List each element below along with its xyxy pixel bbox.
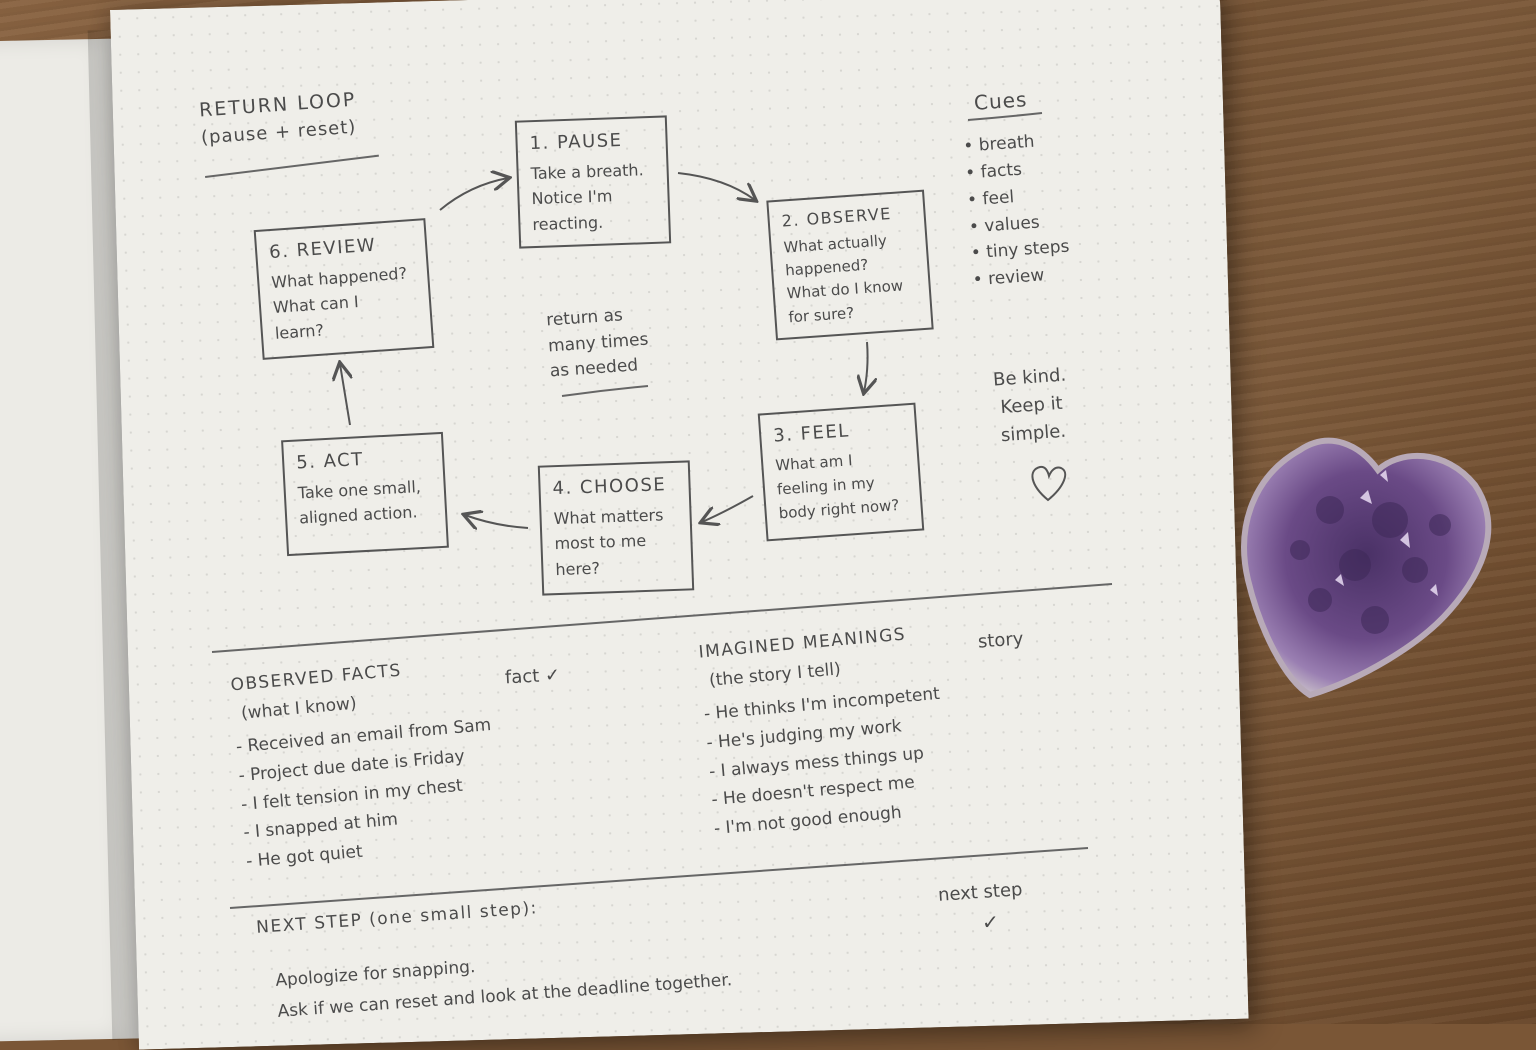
cues-list: • breath • facts • feel • values • tiny … (962, 127, 1072, 295)
imagined-meanings-section: IMAGINED MEANINGS (the story I tell) - H… (697, 618, 951, 844)
fact-tag: fact ✓ (504, 663, 560, 692)
arrow-act-to-review (340, 364, 350, 425)
center-note-underline (562, 386, 648, 396)
observed-facts-section: OBSERVED FACTS (what I know) - Received … (229, 649, 502, 877)
arrow-choose-to-act (465, 515, 528, 528)
arrow-observe-to-feel (864, 342, 868, 392)
arrow-review-to-pause (440, 178, 508, 210)
center-note: return as many times as needed (545, 302, 651, 385)
story-tag: story (977, 626, 1024, 655)
kindness-line: simple. (996, 417, 1071, 450)
cues-heading: Cues (973, 85, 1028, 118)
notebook: RETURN LOOP (pause + reset) 1. PAUSE Tak… (0, 0, 1536, 1024)
arrow-pause-to-observe (678, 173, 755, 200)
heart-icon (1032, 467, 1065, 500)
arrow-feel-to-choose (702, 496, 753, 522)
kindness-note: Be kind. Keep it simple. (992, 362, 1071, 451)
amethyst-crystal (1240, 430, 1502, 700)
next-step-check-icon: ✓ (982, 908, 999, 937)
